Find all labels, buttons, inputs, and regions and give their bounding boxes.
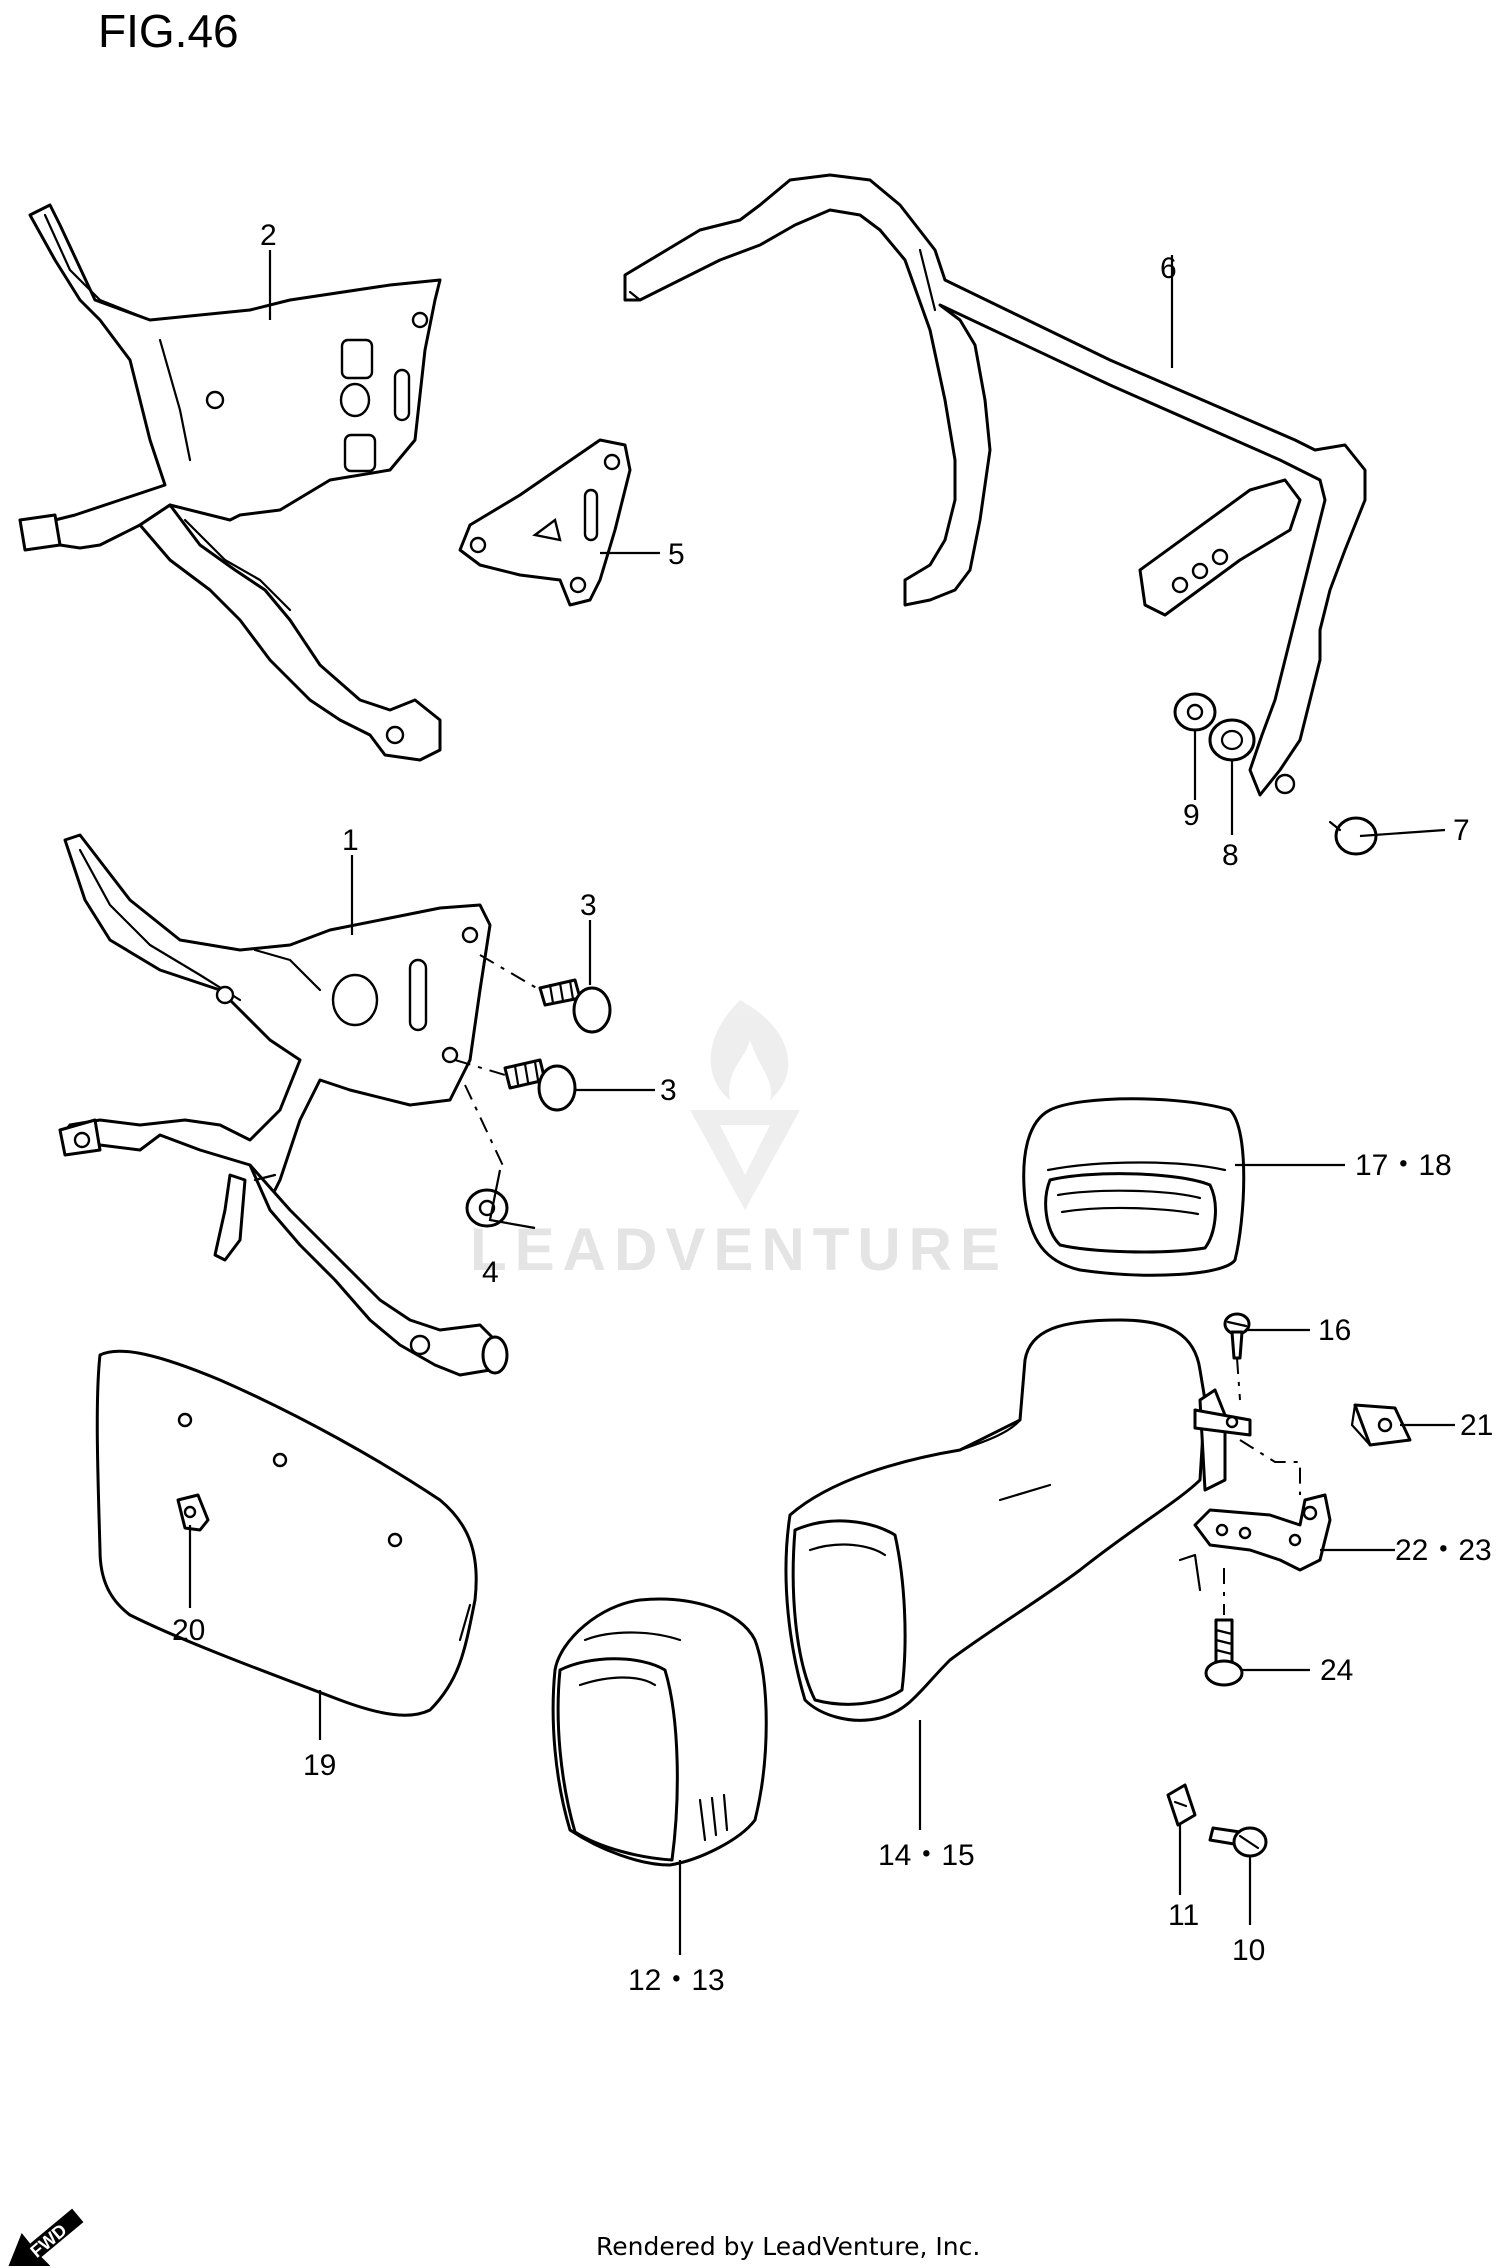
part-20-clip <box>176 1493 210 1532</box>
part-3-bolt-lower <box>503 1058 577 1112</box>
part-9-nut <box>1173 692 1217 732</box>
leader-7 <box>1359 828 1446 838</box>
callout-3a: 3 <box>580 889 597 922</box>
leader-4-split <box>488 1169 536 1230</box>
assembly-line-nut <box>464 1084 506 1171</box>
fwd-arrow-icon: FWD <box>8 2208 84 2266</box>
watermark: LEADVENTURE <box>470 1216 1009 1283</box>
part-11-clip <box>1166 1783 1197 1827</box>
part-6-stay-bar <box>623 173 1367 797</box>
callout-1: 1 <box>342 824 359 857</box>
callout-9: 9 <box>1183 799 1200 832</box>
part-7-bolt <box>1328 816 1378 856</box>
footer-credit: Rendered by LeadVenture, Inc. <box>596 2232 981 2261</box>
figure-title: FIG.46 <box>98 5 239 57</box>
callout-22-23: 22・23 <box>1395 1534 1492 1567</box>
callout-12-13: 12・13 <box>628 1964 725 1997</box>
part-3-bolt-upper <box>538 978 612 1034</box>
callout-8: 8 <box>1222 839 1239 872</box>
part-4-nut <box>465 1188 509 1228</box>
assembly-line-bolt-upper <box>479 954 541 991</box>
callout-19: 19 <box>303 1749 336 1782</box>
callout-16: 16 <box>1318 1314 1351 1347</box>
part-14-15-large-duct <box>784 1318 1252 1722</box>
part-22-23-bracket <box>1193 1493 1332 1572</box>
part-24-bolt <box>1204 1618 1244 1687</box>
callout-11: 11 <box>1168 1899 1199 1932</box>
part-16-screw <box>1223 1312 1251 1360</box>
part-8-grommet <box>1208 718 1256 762</box>
part-21-clip <box>1350 1403 1412 1447</box>
assembly-line-22 <box>1239 1439 1301 1495</box>
callout-10: 10 <box>1232 1934 1265 1967</box>
callout-24: 24 <box>1320 1654 1353 1687</box>
part-17-18-duct <box>1022 1097 1246 1277</box>
callout-3b: 3 <box>660 1074 677 1107</box>
callout-20: 20 <box>172 1614 205 1647</box>
callout-7: 7 <box>1453 814 1470 847</box>
callout-4: 4 <box>482 1256 499 1289</box>
part-12-13-funnel <box>551 1597 768 1867</box>
part-2-upper-bracket <box>18 203 442 762</box>
part-5-plate <box>458 438 632 607</box>
part-1-lower-bracket <box>58 833 509 1377</box>
assembly-line-16 <box>1236 1357 1241 1401</box>
part-10-screw <box>1208 1826 1268 1858</box>
callout-2: 2 <box>260 219 277 252</box>
callout-21: 21 <box>1460 1409 1493 1442</box>
callout-14-15: 14・15 <box>878 1839 975 1872</box>
callout-17-18: 17・18 <box>1355 1149 1452 1182</box>
part-19-panel <box>95 1349 478 1717</box>
callout-6: 6 <box>1160 252 1177 285</box>
assembly-line-bolt-lower <box>454 1059 506 1076</box>
callout-5: 5 <box>668 538 685 571</box>
watermark-logo <box>690 1000 800 1210</box>
